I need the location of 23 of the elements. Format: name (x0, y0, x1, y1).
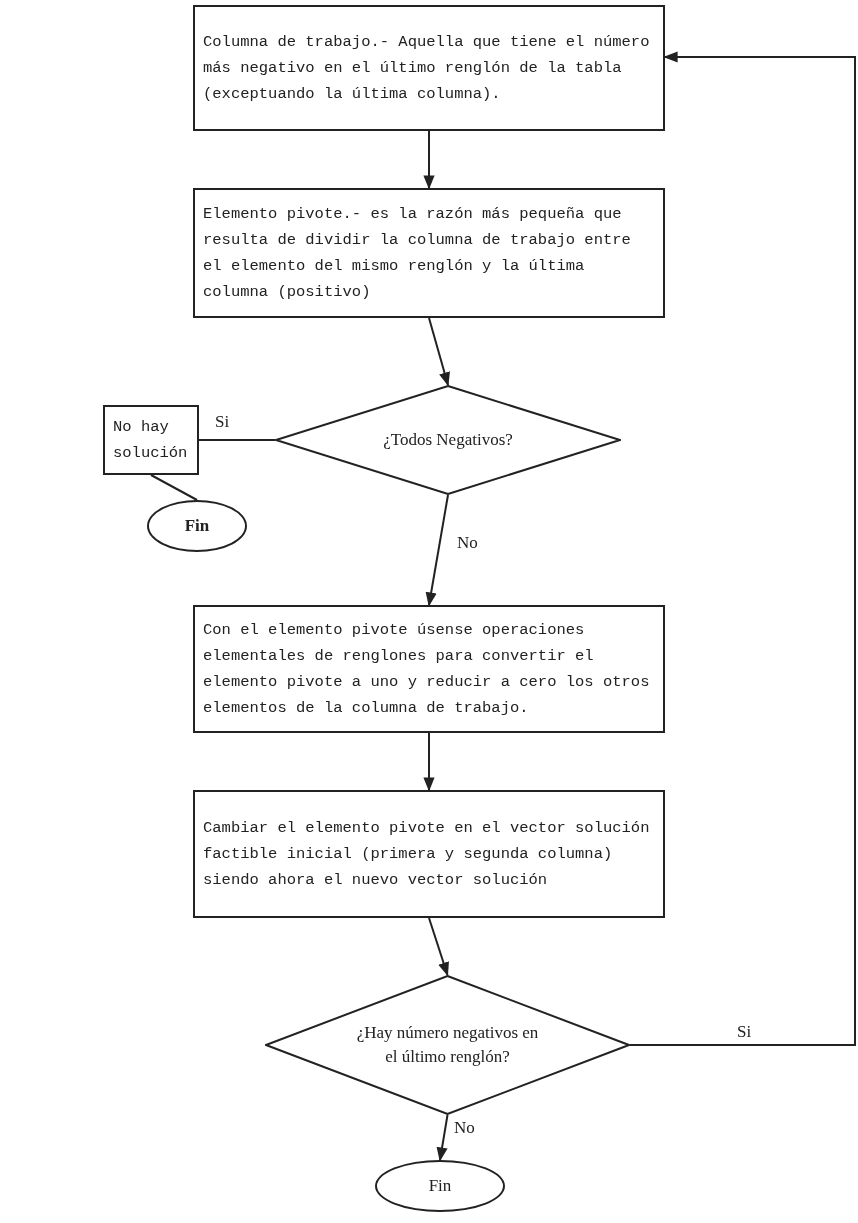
decision-diamond (265, 975, 630, 1115)
arrow (423, 732, 435, 792)
process-box (193, 605, 665, 733)
process-box (193, 188, 665, 318)
process-box (193, 790, 665, 918)
node-text: No hay solución (112, 417, 189, 464)
node-text: Fin (428, 1175, 452, 1197)
node-text: Fin (184, 515, 210, 537)
process-box (103, 405, 199, 475)
arrow (423, 130, 435, 190)
arrow (428, 317, 450, 387)
process-box (193, 5, 665, 131)
arrow (425, 494, 449, 607)
node-text: Cambiar el elemento pivote en el vector solución factible inicial (primera y segunda columna) siendo ahora el nuevo vector solución (202, 818, 651, 891)
arrow (436, 1114, 449, 1162)
node-text: Con el elemento pivote úsense operaciones elementales de renglones para convertir el elemento pivote a uno y reducir a cero los otros elementos de la columna de trabajo. (202, 620, 651, 719)
node-text: ¿Todos Negativos? (382, 429, 514, 451)
node-text: Elemento pivote.- es la razón más pequeña que resulta de dividir la columna de trabajo entre el elemento del mismo renglón y la última columna (positivo) (202, 204, 632, 303)
node-text: Columna de trabajo.- Aquella que tiene el número más negativo en el último renglón de la tabla (exceptuando la última columna). (202, 32, 651, 105)
node-text: ¿Hay número negativos en el último renglón? (355, 1022, 540, 1068)
arrow (428, 917, 449, 977)
decision-diamond (275, 385, 621, 495)
arrow (629, 51, 856, 1046)
